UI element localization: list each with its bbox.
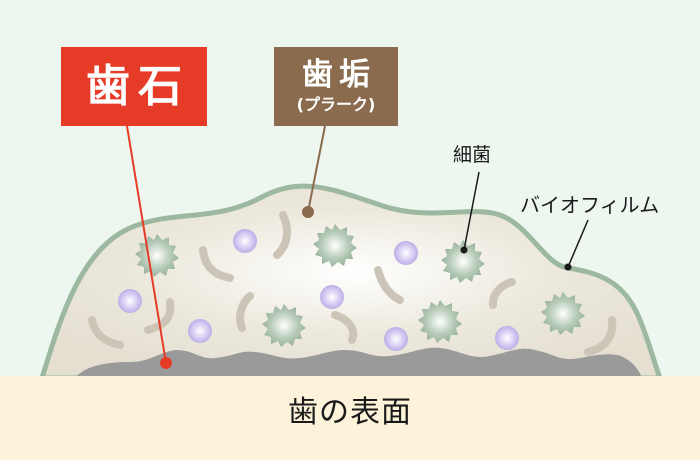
tooth-surface-band	[0, 376, 700, 460]
plaque-label-box: 歯垢 (プラーク)	[274, 47, 398, 126]
plaque-label: 歯垢	[302, 57, 376, 93]
tartar-label-box: 歯石	[61, 47, 207, 126]
tooth-surface-label: 歯の表面	[288, 395, 412, 430]
rod-bacteria	[88, 211, 617, 356]
plaque-sublabel: (プラーク)	[296, 95, 376, 114]
tartar-leader	[126, 125, 172, 369]
bacteria-label: 細菌	[453, 144, 492, 166]
tartar-label: 歯石	[86, 60, 190, 112]
biofilm-leader	[564, 219, 589, 271]
tartar-layer	[75, 347, 642, 378]
bacteria-leader	[460, 171, 480, 254]
biofilm-label: バイオフィルム	[520, 193, 660, 217]
plaque-leader	[302, 125, 326, 218]
